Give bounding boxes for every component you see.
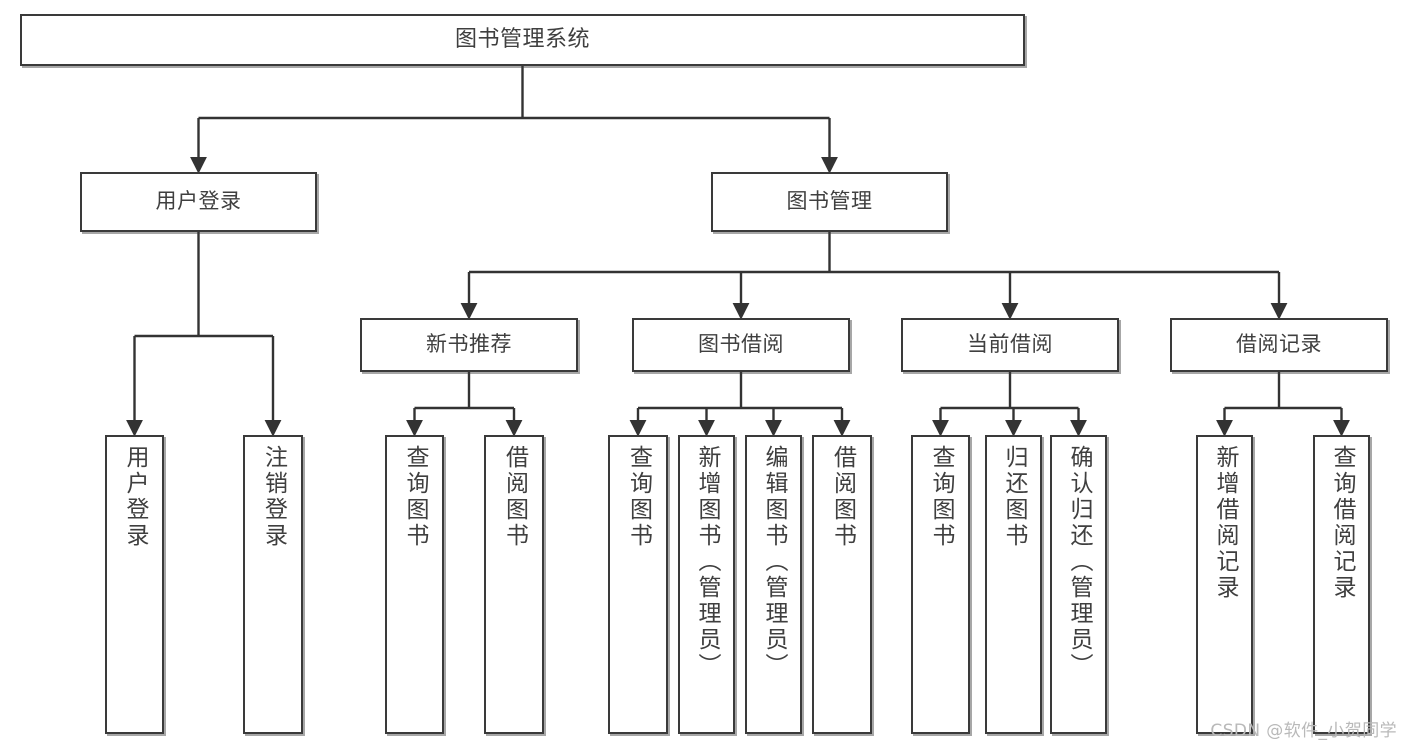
node-records[interactable]: 借阅记录 bbox=[1170, 318, 1388, 372]
node-label: 用户登录 bbox=[155, 189, 242, 214]
node-bookmgmt[interactable]: 图书管理 bbox=[711, 172, 948, 232]
node-label: 图书管理系统 bbox=[454, 26, 590, 52]
node-l_return[interactable]: 归还图书 bbox=[985, 435, 1042, 734]
watermark-text: CSDN @软件_小贺同学 bbox=[1210, 721, 1397, 741]
node-l_query2[interactable]: 查询图书 bbox=[608, 435, 668, 734]
node-label: 查询图书 bbox=[625, 445, 652, 549]
node-l_addrec[interactable]: 新增借阅记录 bbox=[1196, 435, 1253, 734]
node-root[interactable]: 图书管理系统 bbox=[20, 14, 1025, 66]
node-label: 借阅记录 bbox=[1236, 332, 1322, 357]
node-current[interactable]: 当前借阅 bbox=[901, 318, 1119, 372]
node-label: 新书推荐 bbox=[426, 332, 512, 357]
node-l_userlogin[interactable]: 用户登录 bbox=[105, 435, 164, 734]
node-l_borrow2[interactable]: 借阅图书 bbox=[812, 435, 872, 734]
node-label: 用户登录 bbox=[122, 445, 148, 549]
node-label: 借阅图书 bbox=[501, 445, 528, 549]
node-label: 编辑图书（管理员） bbox=[761, 445, 787, 679]
node-l_query3[interactable]: 查询图书 bbox=[911, 435, 970, 734]
node-l_queryrec[interactable]: 查询借阅记录 bbox=[1313, 435, 1370, 734]
node-l_confirm[interactable]: 确认归还（管理员） bbox=[1050, 435, 1107, 734]
node-label: 图书借阅 bbox=[698, 332, 784, 357]
node-label: 注销登录 bbox=[260, 445, 287, 549]
node-label: 当前借阅 bbox=[967, 332, 1053, 357]
node-label: 查询图书 bbox=[402, 445, 428, 549]
node-label: 查询图书 bbox=[928, 445, 954, 549]
node-l_addbook[interactable]: 新增图书（管理员） bbox=[678, 435, 735, 734]
node-l_editbook[interactable]: 编辑图书（管理员） bbox=[745, 435, 802, 734]
node-l_borrow1[interactable]: 借阅图书 bbox=[484, 435, 544, 734]
node-label: 借阅图书 bbox=[829, 445, 856, 549]
node-l_query1[interactable]: 查询图书 bbox=[385, 435, 444, 734]
node-label: 图书管理 bbox=[786, 189, 873, 214]
node-newbook[interactable]: 新书推荐 bbox=[360, 318, 578, 372]
node-l_logout[interactable]: 注销登录 bbox=[243, 435, 303, 734]
node-label: 查询借阅记录 bbox=[1329, 445, 1355, 601]
node-label: 确认归还（管理员） bbox=[1066, 445, 1092, 679]
node-label: 归还图书 bbox=[1001, 445, 1027, 549]
node-borrow[interactable]: 图书借阅 bbox=[632, 318, 850, 372]
node-login[interactable]: 用户登录 bbox=[80, 172, 317, 232]
node-label: 新增借阅记录 bbox=[1212, 445, 1238, 601]
node-label: 新增图书（管理员） bbox=[694, 445, 720, 679]
